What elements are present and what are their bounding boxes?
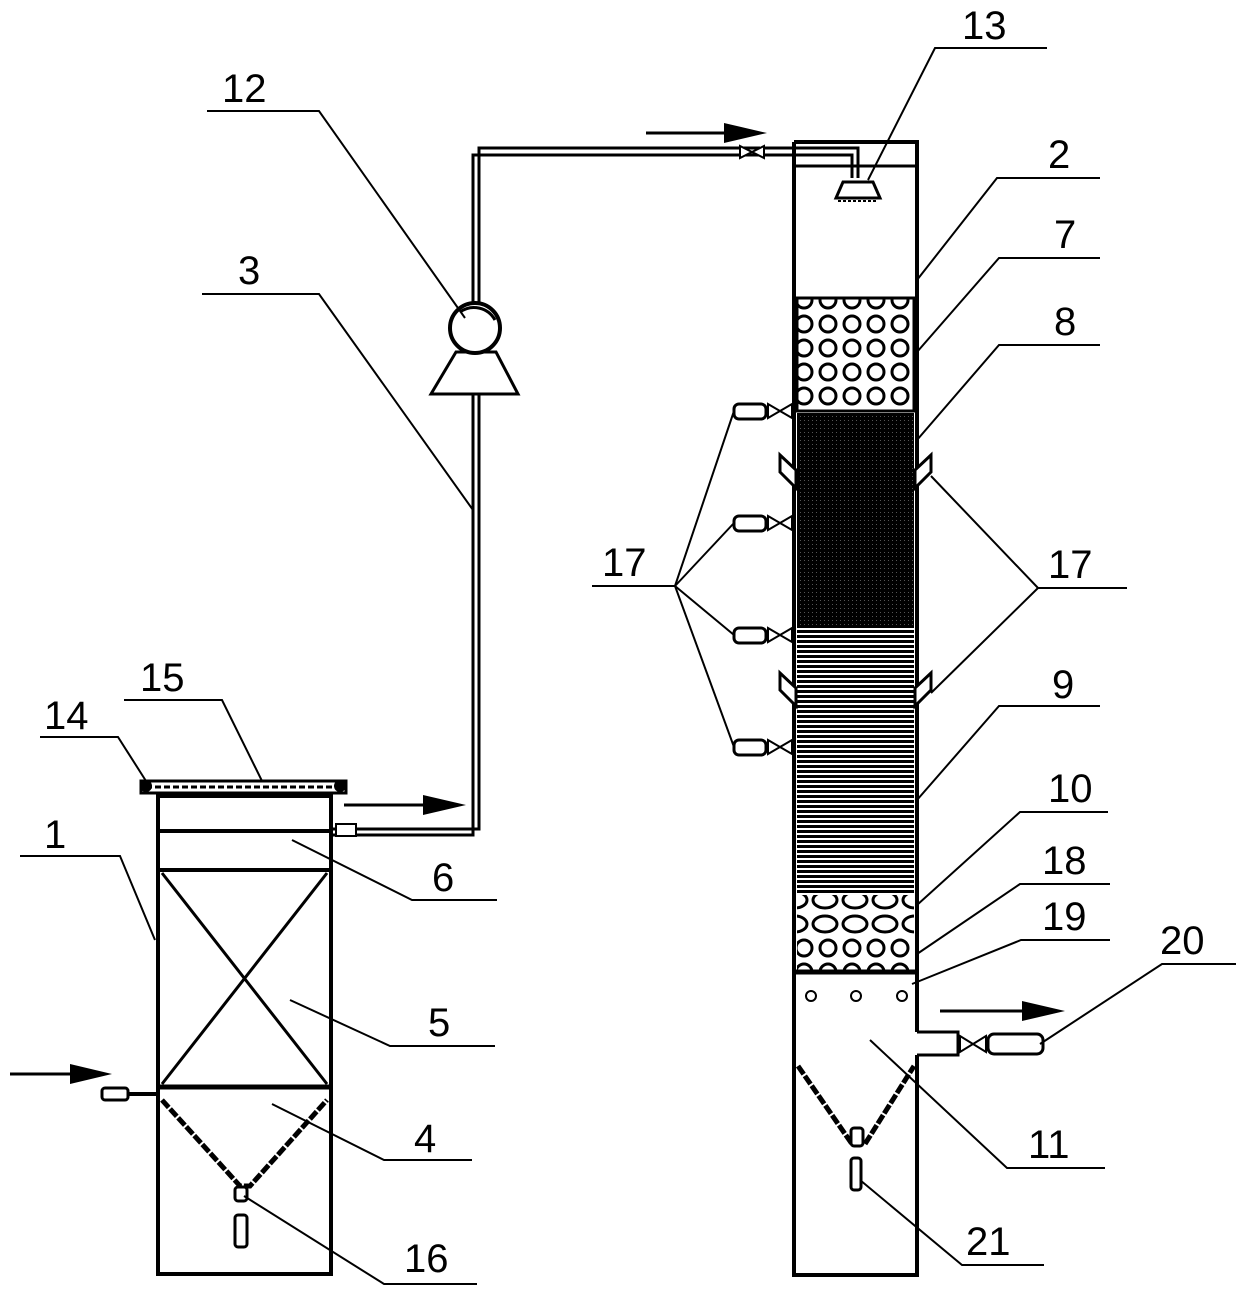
label-7: 7 xyxy=(1054,213,1076,257)
drain-outlet-21 xyxy=(849,1156,863,1192)
column-2-body xyxy=(792,140,919,1277)
angled-port-left-lower xyxy=(778,669,798,710)
flow-arrow-outlet xyxy=(423,795,466,815)
vessel-1 xyxy=(10,779,348,1276)
pipe-3 xyxy=(331,123,860,837)
label-16: 16 xyxy=(404,1237,449,1281)
inlet-nozzle xyxy=(100,1086,130,1102)
label-14: 14 xyxy=(44,694,89,738)
label-3: 3 xyxy=(238,249,260,293)
packing-layer-10 xyxy=(797,895,914,937)
label-5: 5 xyxy=(428,1001,450,1045)
label-20: 20 xyxy=(1160,919,1205,963)
pump-12-base xyxy=(428,350,521,396)
angled-port-right-lower xyxy=(913,669,933,710)
label-21: 21 xyxy=(966,1220,1011,1264)
label-15: 15 xyxy=(140,656,185,700)
aerator-19a xyxy=(805,990,817,1002)
aerator-19c xyxy=(896,990,908,1002)
label-10: 10 xyxy=(1048,767,1093,811)
packing-layer-7 xyxy=(795,296,916,413)
label-11: 11 xyxy=(1028,1123,1070,1167)
lid-fastener-14 xyxy=(140,780,152,792)
drain-valve-21 xyxy=(849,1126,865,1148)
angled-port-left-upper xyxy=(778,451,798,492)
packing-layer-18 xyxy=(797,937,914,970)
pump-12 xyxy=(448,301,502,355)
vessel-1-body xyxy=(156,794,333,1276)
label-18: 18 xyxy=(1042,839,1087,883)
sampling-port-4 xyxy=(732,738,793,757)
sampling-port-1 xyxy=(732,402,793,421)
label-12: 12 xyxy=(222,67,267,111)
packing-layer-9 xyxy=(797,625,914,895)
inlet-arrow xyxy=(70,1064,112,1084)
label-9: 9 xyxy=(1052,663,1074,707)
label-1: 1 xyxy=(44,813,66,857)
angled-port-right-upper xyxy=(913,451,933,492)
outlet-valve-20 xyxy=(986,1032,1045,1056)
label-8: 8 xyxy=(1054,300,1076,344)
spray-nozzle-13 xyxy=(833,180,883,200)
label-6: 6 xyxy=(432,856,454,900)
lid-15 xyxy=(139,779,348,795)
drain-outlet-16 xyxy=(233,1213,249,1249)
packing-5-diagonal-b xyxy=(160,872,329,1085)
label-19: 19 xyxy=(1042,895,1087,939)
flow-arrow-outlet-20 xyxy=(1022,1001,1065,1021)
packing-layer-8 xyxy=(797,413,914,625)
column-2 xyxy=(732,140,1065,1277)
label-4: 4 xyxy=(414,1117,436,1161)
lid-fastener-right xyxy=(334,780,346,792)
sampling-port-2 xyxy=(732,514,793,533)
aerator-19b xyxy=(850,990,862,1002)
sampling-port-3 xyxy=(732,626,793,645)
leader-lines xyxy=(20,47,1236,1285)
label-17-right: 17 xyxy=(1048,543,1093,587)
label-13: 13 xyxy=(962,4,1007,48)
label-2: 2 xyxy=(1048,133,1070,177)
flow-arrow-top xyxy=(724,123,767,143)
drain-valve-16 xyxy=(233,1185,249,1203)
label-17-left: 17 xyxy=(602,541,647,585)
cone-bottom-4 xyxy=(160,1098,329,1189)
